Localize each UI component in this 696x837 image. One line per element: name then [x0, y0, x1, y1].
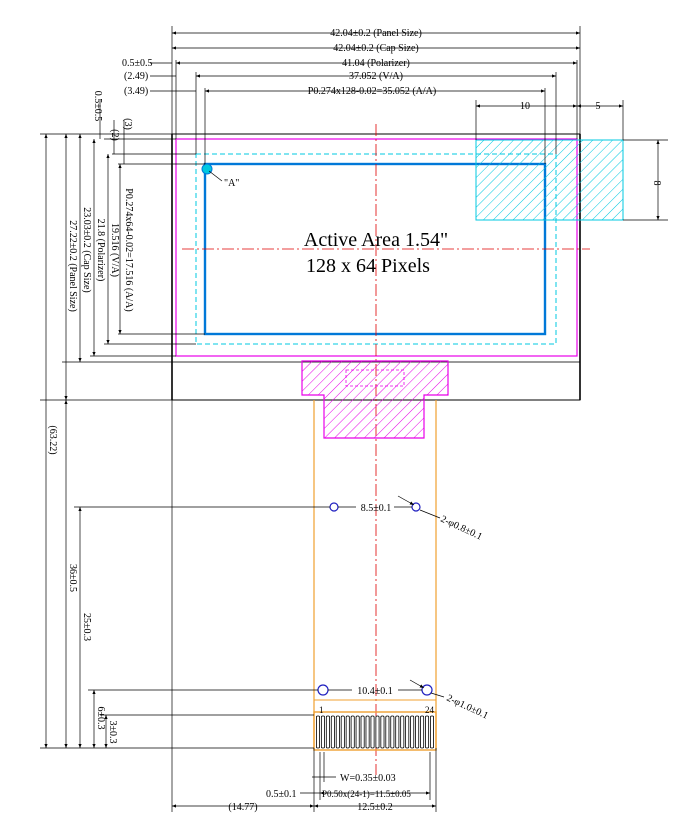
dim-fpc-offset: 0.5±0.1: [266, 789, 297, 800]
bottom-dimension-lines: [171, 400, 437, 812]
connector-pin: [415, 715, 420, 749]
connector-pin: [420, 715, 425, 749]
dim-tab-5: 5: [596, 101, 601, 112]
pin-1-label: 1: [319, 705, 324, 715]
connector-pin: [405, 715, 410, 749]
hole-span-1: 8.5±0.1: [361, 503, 392, 514]
connector-pin: [400, 715, 405, 749]
connector-pin: [360, 715, 365, 749]
dim-fpc-25: 25±0.3: [81, 613, 92, 641]
dim-pin-width: W=0.35±0.03: [340, 773, 396, 784]
polarizer-outline: [175, 138, 578, 357]
hole-right-2: [421, 684, 433, 696]
connector-pin: [320, 715, 325, 749]
connector-pin: [335, 715, 340, 749]
dim-gap-2: (2): [109, 129, 120, 141]
dim-tab-8: 8: [651, 181, 662, 186]
left-dimension-lines: [40, 100, 330, 749]
point-a-label: "A": [224, 178, 239, 189]
hole-spec-2: 2-φ1.0±0.1: [445, 693, 490, 722]
connector-pin: [350, 715, 355, 749]
hole-left-2: [317, 684, 329, 696]
dim-va-width: 37.052 (V/A): [349, 71, 403, 82]
dim-aa-offset: (3.49): [124, 86, 148, 97]
fpc-stiffener: [301, 360, 449, 439]
connector-pin: [410, 715, 415, 749]
dim-polarizer-height: 21.8 (Polarizer): [95, 219, 106, 282]
connector-pin: [380, 715, 385, 749]
dim-fpc-6: 6±0.3: [95, 707, 106, 730]
active-area-pixels: 128 x 64 Pixels: [306, 255, 430, 277]
dim-cap-size-width: 42.04±0.2 (Cap Size): [333, 43, 418, 54]
dim-panel-height: 27.22±0.2 (Panel Size): [67, 220, 78, 312]
dim-fpc-3: 3±0.3: [107, 721, 118, 744]
dim-gap-3: (3): [122, 118, 133, 130]
dim-polarizer-width: 41.04 (Polarizer): [342, 58, 410, 69]
dim-overall-height: (63.22): [47, 425, 58, 454]
dim-aa-height: P0.274x64-0.02=17.516 (A/A): [123, 188, 134, 311]
connector-frame: [313, 711, 437, 751]
connector-pin: [395, 715, 400, 749]
pin-24-label: 24: [425, 705, 435, 715]
dim-va-offset: (2.49): [124, 71, 148, 82]
connector-pin: [385, 715, 390, 749]
hole-spec-1: 2-φ0.8±0.1: [439, 514, 484, 543]
connector-pin: [425, 715, 430, 749]
dim-pin-pitch: P0.50x(24-1)=11.5±0.05: [322, 789, 411, 799]
dim-polarizer-offset: 0.5±0.5: [122, 58, 153, 69]
connector-pin: [345, 715, 350, 749]
dim-cap-height: 23.03±0.2 (Cap Size): [81, 207, 92, 292]
connector-pin: [375, 715, 380, 749]
connector-pins: [313, 711, 437, 751]
dim-fpc-width: 12.5±0.2: [357, 802, 393, 813]
dim-top-gap: 0.5±0.5: [92, 91, 103, 122]
connector-pin: [315, 715, 320, 749]
dim-tab-10: 10: [520, 101, 530, 112]
active-area-title: Active Area 1.54": [304, 229, 448, 251]
dim-fpc-36: 36±0.5: [67, 564, 78, 592]
hatched-corner-area: [475, 139, 624, 221]
connector-pin: [355, 715, 360, 749]
dim-va-height: 19.516 (V/A): [109, 223, 120, 277]
dim-aa-width: P0.274x128-0.02=35.052 (A/A): [308, 86, 436, 97]
connector-pin: [325, 715, 330, 749]
connector-pin: [340, 715, 345, 749]
connector-pin: [370, 715, 375, 749]
dim-fpc-left: (14.77): [228, 802, 257, 813]
dim-panel-size-width: 42.04±0.2 (Panel Size): [330, 28, 422, 39]
connector-pin: [390, 715, 395, 749]
hole-left-1: [329, 502, 339, 512]
connector-pin: [365, 715, 370, 749]
connector-pin: [429, 715, 434, 749]
connector-pin: [330, 715, 335, 749]
hole-span-2: 10.4±0.1: [357, 686, 393, 697]
top-dimension-lines: [150, 26, 668, 221]
